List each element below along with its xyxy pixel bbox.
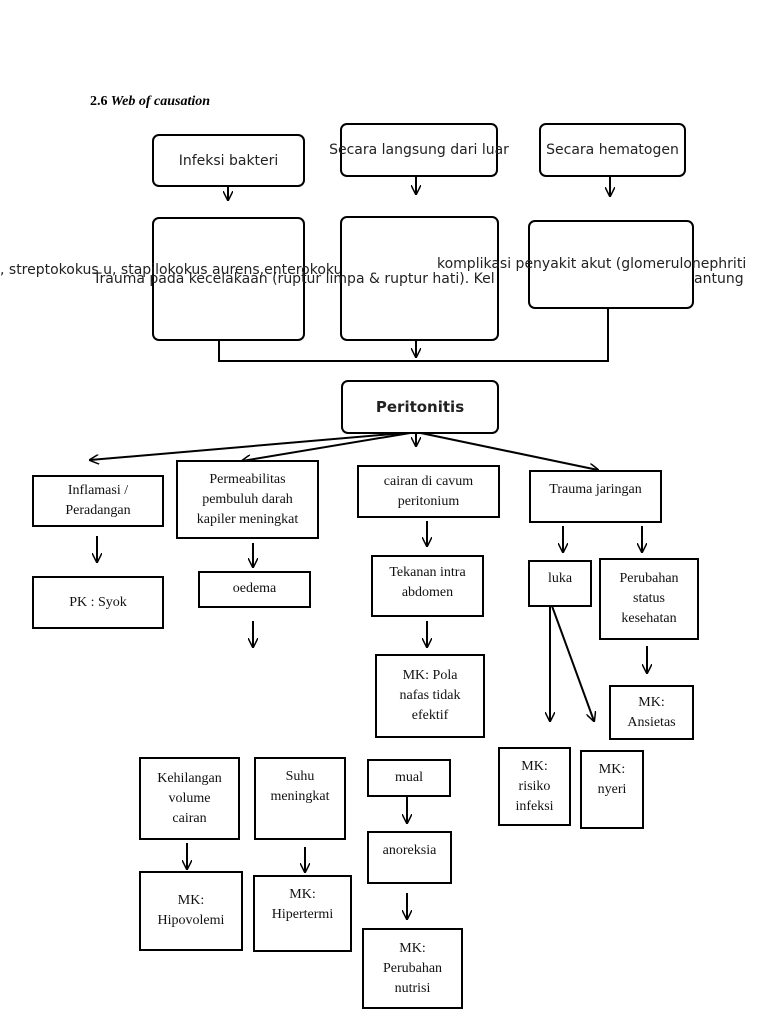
node-mk-nyeri: MK: nyeri	[580, 750, 644, 829]
node-suhu-meningkat: Suhu meningkat	[254, 757, 346, 840]
node-hematogen-detail	[528, 220, 694, 309]
node-mk-hipovolemi: MK: Hipovolemi	[139, 871, 243, 951]
node-secara-hematogen-label: Secara hematogen	[546, 142, 679, 158]
node-tekanan-intra: Tekanan intra abdomen	[371, 555, 484, 617]
arrow-to-trauma	[415, 431, 598, 470]
hematogen-detail-tail: antung	[694, 271, 744, 287]
node-trauma-jaringan: Trauma jaringan	[529, 470, 662, 523]
node-infeksi-bakteri: Infeksi bakteri	[152, 134, 305, 187]
arrow-luka-nyeri	[551, 605, 594, 721]
node-mk-hipertermi: MK: Hipertermi	[253, 875, 352, 952]
hematogen-detail-text: komplikasi penyakit akut (glomerulonephr…	[437, 256, 747, 272]
node-secara-hematogen: Secara hematogen	[539, 123, 686, 177]
node-mk-risiko-infeksi: MK: risiko infeksi	[498, 747, 571, 826]
node-langsung-detail	[340, 216, 499, 341]
node-mual: mual	[367, 759, 451, 797]
node-pk-syok: PK : Syok	[32, 576, 164, 629]
arrow-to-inflamasi	[90, 431, 417, 460]
node-secara-langsung: Secara langsung dari luar	[329, 123, 509, 177]
node-perubahan-status: Perubahan status kesehatan	[599, 558, 699, 640]
node-infeksi-bakteri-label: Infeksi bakteri	[178, 152, 279, 169]
langsung-detail-text: Trauma pada kecelakaan (ruptur limpa & r…	[93, 271, 495, 287]
infeksi-detail-text: , streptokokus u, stapilokokus aurens,en…	[0, 262, 340, 278]
node-secara-langsung-label: Secara langsung dari luar	[329, 142, 509, 158]
node-mk-perubahan-nutrisi: MK: Perubahan nutrisi	[362, 928, 463, 1009]
section-title-text: Web of causation	[110, 94, 211, 109]
section-number: 2.6	[90, 94, 108, 109]
node-oedema: oedema	[198, 571, 311, 608]
node-mk-ansietas: MK: Ansietas	[609, 685, 694, 740]
node-infeksi-detail	[152, 217, 305, 341]
node-peritonitis-label: Peritonitis	[375, 398, 465, 416]
section-title: 2.6 Web of causation	[90, 94, 210, 110]
node-kehilangan-volume: Kehilangan volume cairan	[139, 757, 240, 840]
node-cairan-cavum: cairan di cavum peritonium	[357, 465, 500, 518]
node-peritonitis: Peritonitis	[341, 380, 499, 434]
node-mk-pola-nafas: MK: Pola nafas tidak efektif	[375, 654, 485, 738]
node-permeabilitas: Permeabilitas pembuluh darah kapiler men…	[176, 460, 319, 539]
node-luka: luka	[528, 560, 592, 607]
node-inflamasi: Inflamasi / Peradangan	[32, 475, 164, 527]
arrow-to-permeabilitas	[242, 431, 417, 461]
node-anoreksia: anoreksia	[367, 831, 452, 884]
